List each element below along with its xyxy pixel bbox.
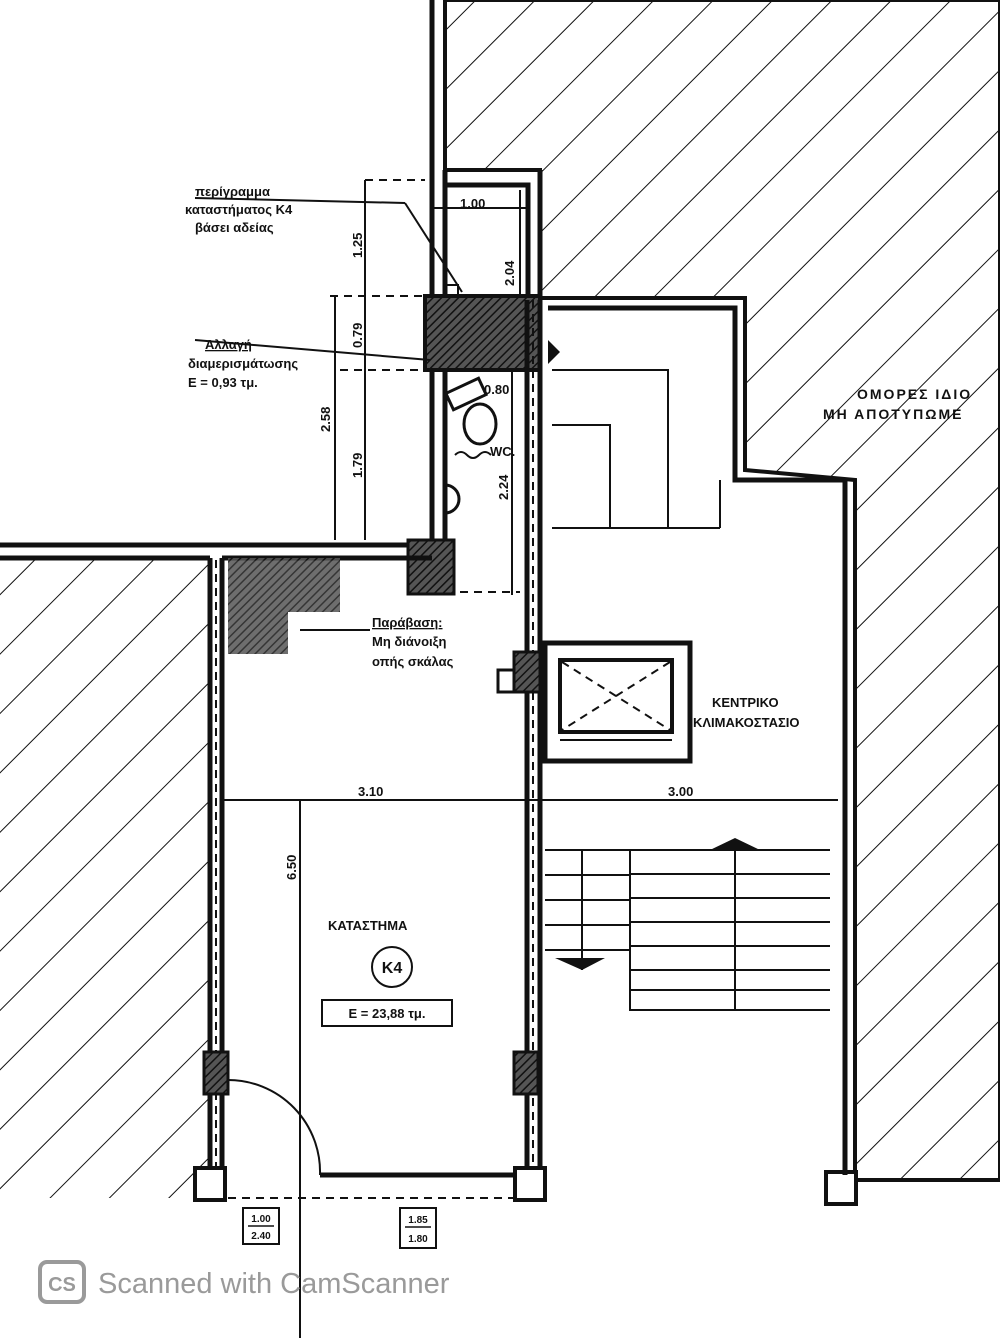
pillar (512, 650, 542, 694)
dim-3-10: 3.10 (358, 784, 383, 799)
shop-right-wall (524, 300, 543, 1180)
door-swing (227, 1079, 322, 1176)
staircase-label: ΚΕΝΤΡΙΚΟ (712, 695, 779, 710)
dim-1-79: 1.79 (350, 453, 365, 478)
leader (194, 197, 406, 204)
partition-change-area (423, 294, 542, 372)
dim-2-58: 2.58 (318, 407, 333, 432)
staircase-wall (548, 305, 848, 1175)
leader (404, 202, 463, 293)
shop-area-box (321, 999, 453, 1027)
opening-width: 1.00 (251, 1214, 271, 1225)
dim-0-79: 0.79 (350, 323, 365, 348)
violation-note-line: Παράβαση: (372, 615, 443, 630)
elevator (542, 640, 693, 764)
pillar (202, 1050, 230, 1096)
shop-id-circle (371, 946, 413, 988)
stair-steps (552, 369, 721, 529)
wc-label: WC. (490, 444, 515, 459)
toilet-tank-icon (443, 376, 489, 412)
column (193, 1166, 227, 1202)
camscanner-text: Scanned with CamScanner (98, 1268, 450, 1300)
arrow-icon (548, 340, 560, 364)
column (513, 1166, 547, 1202)
column (406, 538, 456, 596)
pillar (512, 1050, 540, 1096)
staircase-label: ΚΛΙΜΑΚΟΣΤΑΣΙΟ (693, 715, 799, 730)
shop-title: ΚΑΤΑΣΤΗΜΑ (328, 918, 408, 933)
stair-flights (545, 840, 830, 1011)
dim-2-24: 2.24 (496, 474, 511, 500)
camscanner-logo-icon (38, 1260, 86, 1304)
camscanner-logo-text: CS (48, 1274, 76, 1296)
shop-area: E = 23,88 τμ. (349, 1006, 426, 1021)
arrow-down-icon (555, 958, 605, 970)
water-line-icon (454, 451, 492, 459)
dimension-lines (222, 180, 838, 1338)
outline-note-line: βάσει αδείας (195, 220, 274, 235)
neighbors-label: ΟΜΟΡΕΣ ΙΔΙΟ (857, 386, 972, 402)
neighbors-label: ΜΗ ΑΠΟΤΥΠΩΜΕ (823, 406, 963, 422)
arrow-up-icon (710, 838, 760, 850)
camscanner-watermark: CS Scanned with CamScanner (38, 1260, 450, 1304)
partition-note-line: E = 0,93 τμ. (188, 375, 258, 390)
toilet-icon (462, 402, 498, 446)
elevator-cross (561, 661, 671, 731)
outline-note-line: περίγραμμα (195, 184, 270, 199)
shop-id: K4 (382, 960, 403, 977)
dim-0-80: 0.80 (484, 382, 509, 397)
dimension-extensions (330, 179, 520, 593)
opening-height: 2.40 (251, 1231, 271, 1242)
violation-note-line: οπής σκάλας (372, 654, 454, 669)
partition-note-line: Αλλαγή (205, 337, 252, 352)
leader (194, 339, 431, 361)
pillar-cap (496, 668, 516, 694)
dim-2-04: 2.04 (502, 260, 517, 286)
wall-axis (215, 300, 534, 1180)
violation-note-line: Μη διάνοιξη (372, 634, 446, 649)
opening-height: 1.80 (408, 1234, 428, 1245)
neighbor-area-right (443, 0, 1000, 1182)
dim-3-00: 3.00 (668, 784, 693, 799)
sink-icon (444, 483, 461, 515)
outline-note-line: καταστήματος K4 (185, 202, 293, 217)
dim-1-25: 1.25 (350, 233, 365, 258)
neighbor-area-left (0, 558, 210, 1198)
dim-6-50: 6.50 (284, 855, 299, 880)
opening-tag: 1.00 2.40 (242, 1207, 280, 1245)
dim-1-00: 1.00 (460, 196, 485, 211)
opening-width: 1.85 (408, 1215, 428, 1226)
opening-tag: 1.85 1.80 (399, 1207, 437, 1249)
column (824, 1170, 858, 1206)
partition-note-line: διαμερισμάτωσης (188, 356, 298, 371)
